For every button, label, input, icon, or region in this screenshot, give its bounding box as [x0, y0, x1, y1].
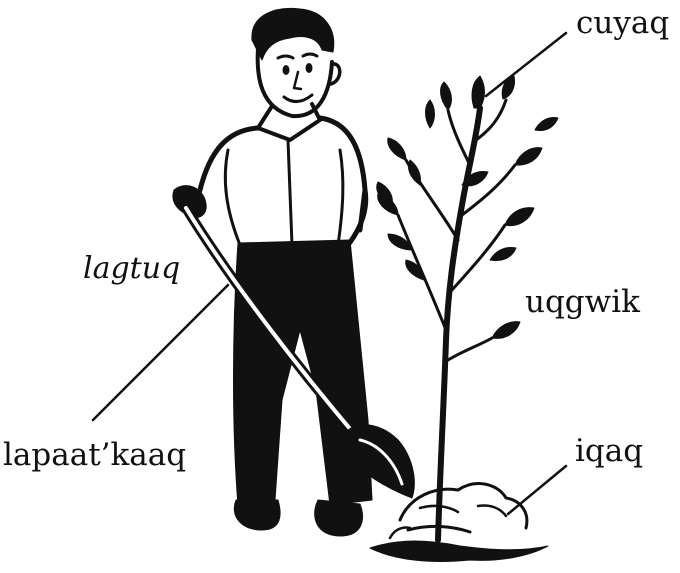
- leader-line-cuyaq: [486, 33, 566, 96]
- dirt-mound: [370, 484, 548, 562]
- leader-line-iqaq: [508, 466, 566, 514]
- label-iqaq: iqaq: [575, 436, 643, 467]
- label-lagtuq: lagtuq: [83, 254, 180, 284]
- man-figure: [173, 8, 372, 536]
- leader-line-lapaat: [93, 285, 228, 420]
- label-cuyaq: cuyaq: [576, 8, 669, 39]
- label-uqgwik: uqgwik: [525, 287, 640, 318]
- label-lapaat-kaaq: lapaat’kaaq: [3, 440, 186, 471]
